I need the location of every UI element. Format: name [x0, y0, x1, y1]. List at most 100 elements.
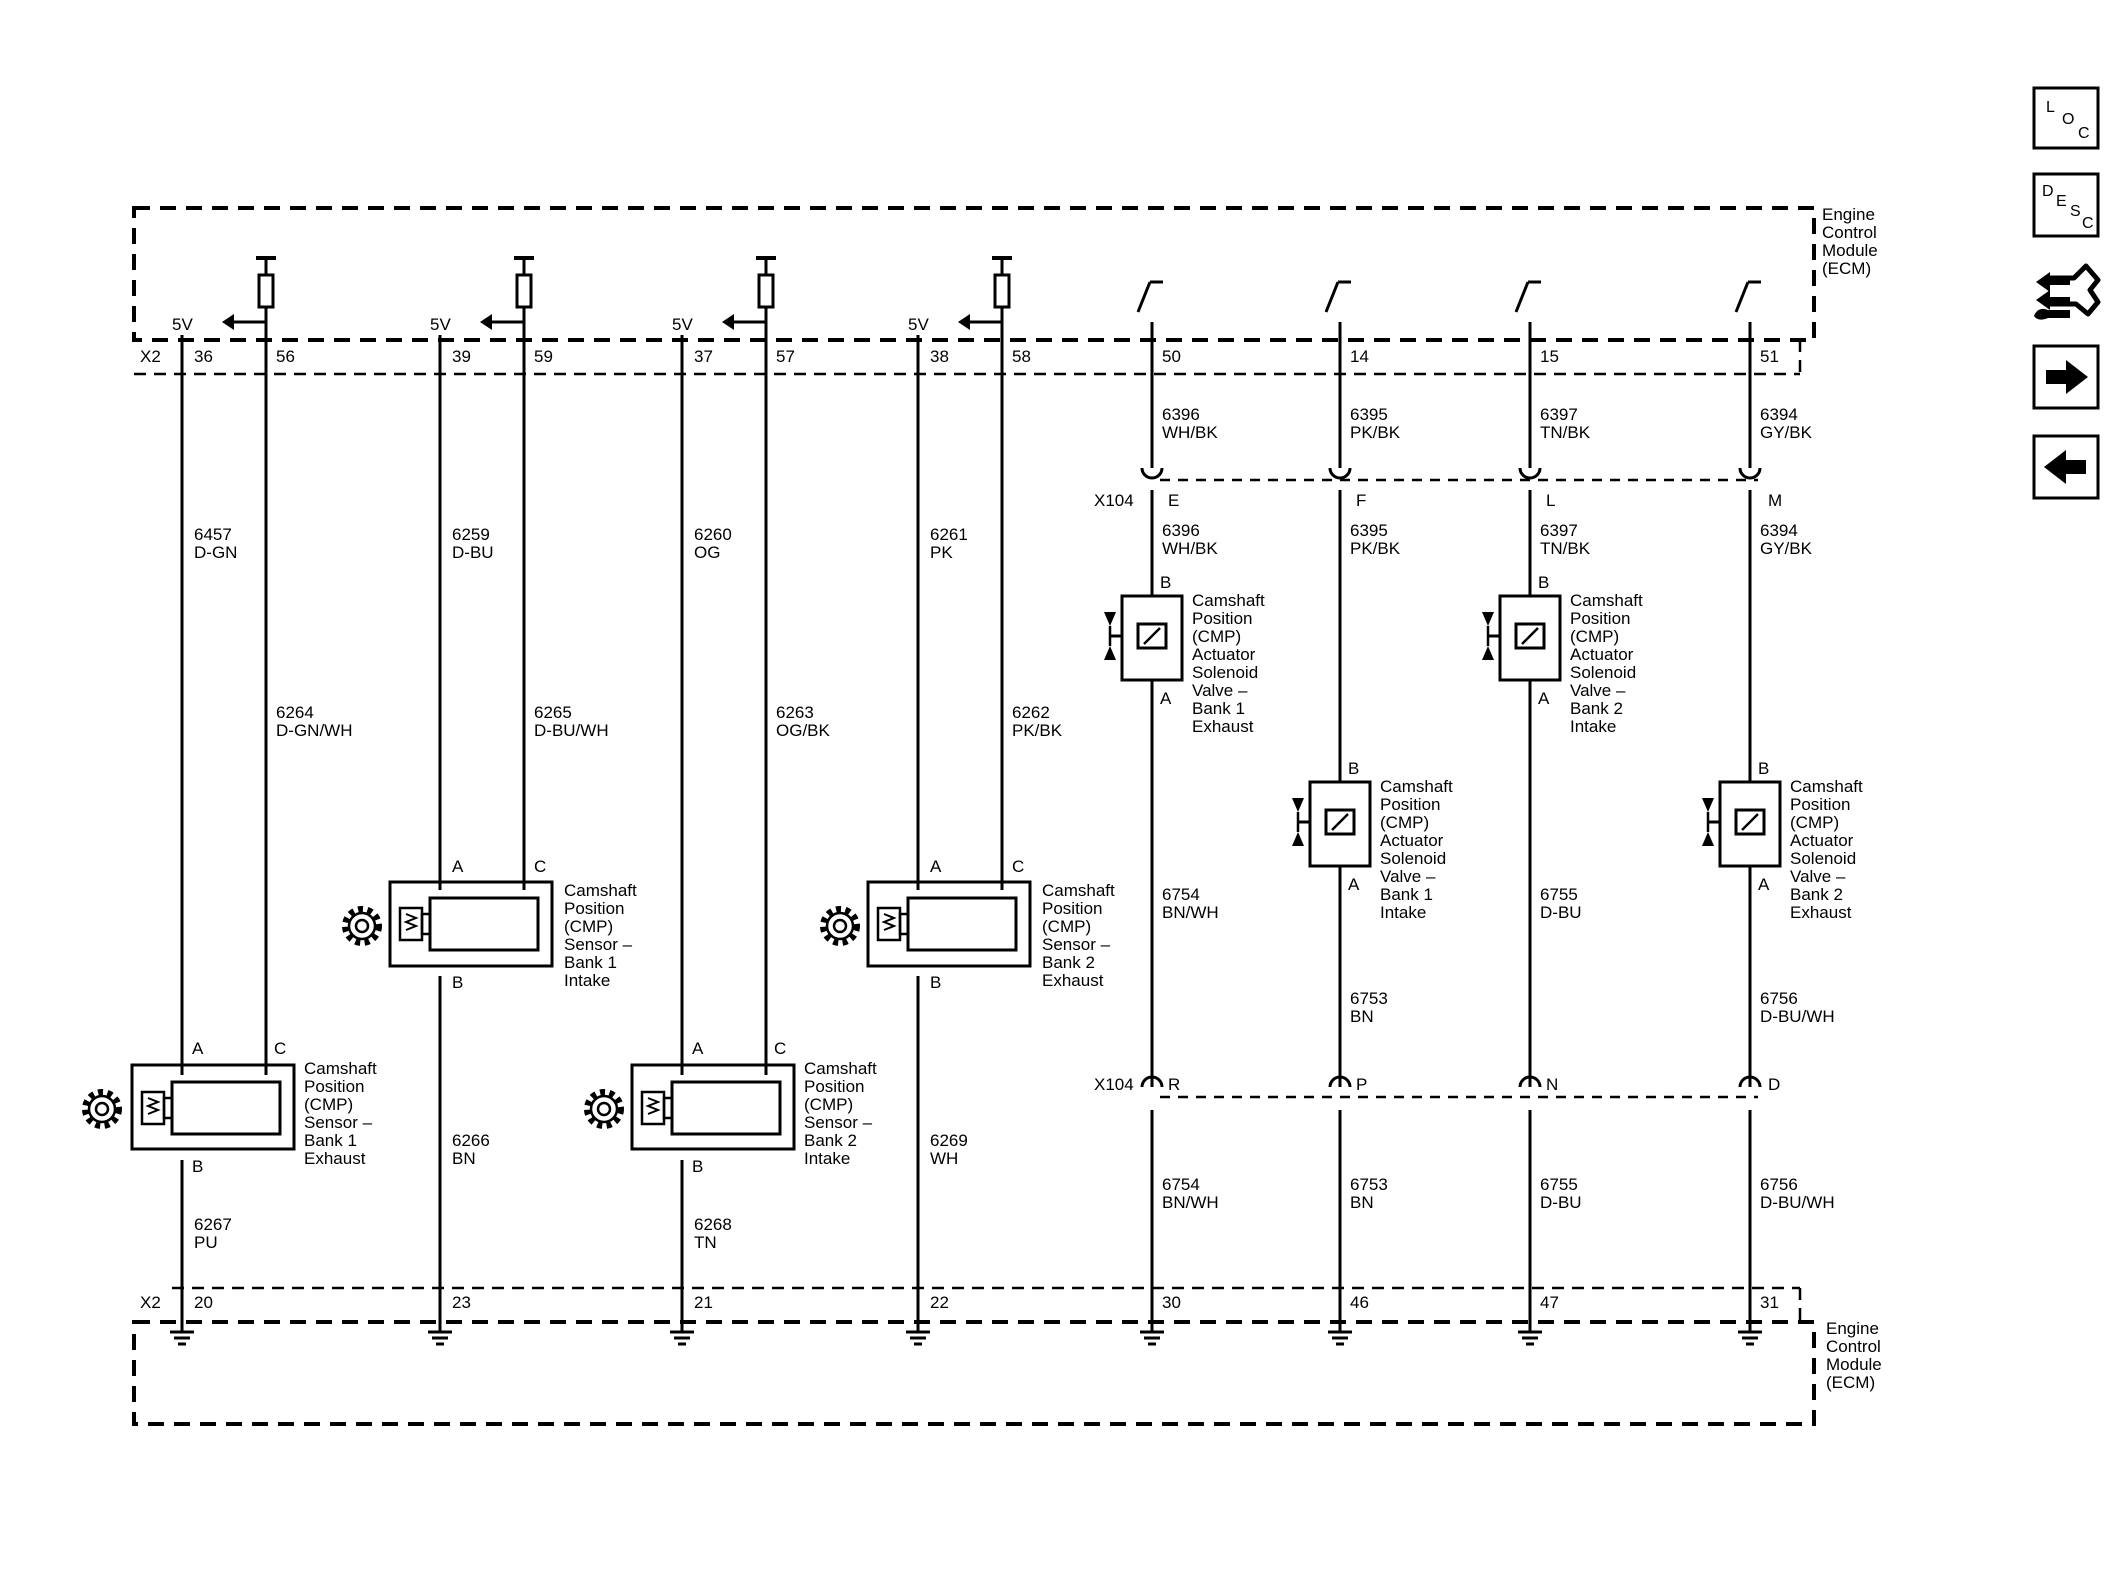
sensor-3-term-a: A	[692, 1039, 704, 1058]
sensor-3-label-2: Position	[804, 1077, 864, 1096]
actuator-3-label-3: (CMP)	[1570, 627, 1619, 646]
actuator-3-low-pin: 47	[1540, 1293, 1559, 1312]
actuator-3-label-8: Intake	[1570, 717, 1616, 736]
sensor-4-term-a: A	[930, 857, 942, 876]
sensor-1-label-6: Exhaust	[304, 1149, 366, 1168]
actuator-3-ecm-pin: 15	[1540, 347, 1559, 366]
sensor-1-sig-wire-num: 6264	[276, 703, 314, 722]
sensor-3-low-pin: 21	[694, 1293, 713, 1312]
x104-top-label: X104	[1094, 491, 1134, 510]
actuator-4-wire-top-num: 6394	[1760, 405, 1798, 424]
gear-icon	[82, 1089, 122, 1129]
sensor-4-term-c: C	[1012, 857, 1024, 876]
sensor-1-label-3: (CMP)	[304, 1095, 353, 1114]
actuator-1-wire-top-color-2: WH/BK	[1162, 539, 1218, 558]
location-button[interactable]: L O C	[2032, 86, 2100, 150]
sensor-2-label-3: (CMP)	[564, 917, 613, 936]
actuator-1-label-3: (CMP)	[1192, 627, 1241, 646]
sensor-2-ref-wire-num: 6259	[452, 525, 490, 544]
actuator-3-label-4: Actuator	[1570, 645, 1634, 664]
ecm-top-label-3: Module	[1822, 241, 1878, 260]
actuator-4-label-6: Valve –	[1790, 867, 1846, 886]
sensor-4-sig-wire-num: 6262	[1012, 703, 1050, 722]
actuator-2-wire-top-color-2: PK/BK	[1350, 539, 1401, 558]
sensor-1-sig-wire-color: D-GN/WH	[276, 721, 352, 740]
sensor-4-ref-wire-num: 6261	[930, 525, 968, 544]
ecm-ref-label: 5V	[908, 315, 929, 334]
sensor-4-sig-pin: 58	[1012, 347, 1031, 366]
ecm-top-label-4: (ECM)	[1822, 259, 1871, 278]
ecm-top-label-1: Engine	[1822, 205, 1875, 224]
sensor-3-sig-pin: 57	[776, 347, 795, 366]
actuator-3-term-b: B	[1538, 573, 1549, 592]
actuator-3-wire-mid-color: D-BU	[1540, 903, 1582, 922]
actuator-2-label-7: Bank 1	[1380, 885, 1433, 904]
sensor-3-label-1: Camshaft	[804, 1059, 877, 1078]
sensor-2-sig-wire-num: 6265	[534, 703, 572, 722]
actuator-2-wire-top-num: 6395	[1350, 405, 1388, 424]
sensor-3-sig-wire-num: 6263	[776, 703, 814, 722]
sensor-3-ref-pin: 37	[694, 347, 713, 366]
description-letter-e: E	[2056, 193, 2067, 210]
sensor-4-label-2: Position	[1042, 899, 1102, 918]
actuator-1-label-1: Camshaft	[1192, 591, 1265, 610]
actuator-1-label-5: Solenoid	[1192, 663, 1258, 682]
actuator-4-label-3: (CMP)	[1790, 813, 1839, 832]
sensor-4-ref-wire-color: PK	[930, 543, 953, 562]
location-letter-c: C	[2078, 125, 2090, 142]
ecm-ref-label: 5V	[430, 315, 451, 334]
sensor-3-term-b: B	[692, 1157, 703, 1176]
actuator-2-wire-bot-num: 6753	[1350, 1175, 1388, 1194]
next-page-button[interactable]	[2032, 344, 2100, 410]
sensor-2-label-5: Bank 1	[564, 953, 617, 972]
sensor-4-label-1: Camshaft	[1042, 881, 1115, 900]
sensor-1-label-5: Bank 1	[304, 1131, 357, 1150]
sensor-2-term-a: A	[452, 857, 464, 876]
sensor-1-ref-pin: 36	[194, 347, 213, 366]
cmp-actuator-circuit-2: 14 6395 PK/BK F 6395 PK/BK B A Camshaft …	[1292, 280, 1453, 1346]
wrench-arrows-icon[interactable]	[2030, 256, 2102, 332]
actuator-4-term-a: A	[1758, 875, 1770, 894]
sensor-2-term-c: C	[534, 857, 546, 876]
actuator-3-label-6: Valve –	[1570, 681, 1626, 700]
sensor-2-low-wire-num: 6266	[452, 1131, 490, 1150]
sensor-1-low-wire-num: 6267	[194, 1215, 232, 1234]
cmp-sensor-circuit-2: 5V 39 59 6259 D-BU 6265 D-BU/WH A C B Ca…	[388, 256, 637, 1346]
actuator-2-wire-mid-color: BN	[1350, 1007, 1374, 1026]
actuator-2-x104-bot-pin: P	[1356, 1075, 1367, 1094]
sensor-2-term-b: B	[452, 973, 463, 992]
actuator-4-x104-bot-pin: D	[1768, 1075, 1780, 1094]
ecm-top-label-2: Control	[1822, 223, 1877, 242]
actuator-2-wire-top-color: PK/BK	[1350, 423, 1401, 442]
actuator-3-label-1: Camshaft	[1570, 591, 1643, 610]
actuator-2-label-6: Valve –	[1380, 867, 1436, 886]
actuator-1-label-7: Bank 1	[1192, 699, 1245, 718]
arrow-right-icon	[2046, 360, 2088, 394]
actuator-2-label-5: Solenoid	[1380, 849, 1446, 868]
actuator-3-x104-bot-pin: N	[1546, 1075, 1558, 1094]
sensor-4-label-4: Sensor –	[1042, 935, 1111, 954]
sensor-2-label-2: Position	[564, 899, 624, 918]
sensor-4-low-pin: 22	[930, 1293, 949, 1312]
ecm-ref-label: 5V	[672, 315, 693, 334]
description-button[interactable]: D E S C	[2032, 172, 2100, 238]
sensor-4-label-3: (CMP)	[1042, 917, 1091, 936]
sensor-3-label-4: Sensor –	[804, 1113, 873, 1132]
actuator-2-ecm-pin: 14	[1350, 347, 1369, 366]
sensor-2-label-6: Intake	[564, 971, 610, 990]
ecm-top-connector-id: X2	[140, 347, 161, 366]
sensor-4-sig-wire-color: PK/BK	[1012, 721, 1063, 740]
description-letter-s: S	[2070, 203, 2081, 220]
actuator-4-wire-top-color: GY/BK	[1760, 423, 1813, 442]
actuator-3-label-2: Position	[1570, 609, 1630, 628]
previous-page-button[interactable]	[2032, 434, 2100, 500]
sensor-3-ref-wire-num: 6260	[694, 525, 732, 544]
sensor-1-ref-wire-num: 6457	[194, 525, 232, 544]
cmp-actuator-circuit-3: 15 6397 TN/BK L 6397 TN/BK B A Camshaft …	[1482, 280, 1643, 1346]
actuator-4-label-1: Camshaft	[1790, 777, 1863, 796]
actuator-1-x104-bot-pin: R	[1168, 1075, 1180, 1094]
sensor-2-low-pin: 23	[452, 1293, 471, 1312]
sensor-4-label-5: Bank 2	[1042, 953, 1095, 972]
actuator-4-label-8: Exhaust	[1790, 903, 1852, 922]
actuator-3-term-a: A	[1538, 689, 1550, 708]
